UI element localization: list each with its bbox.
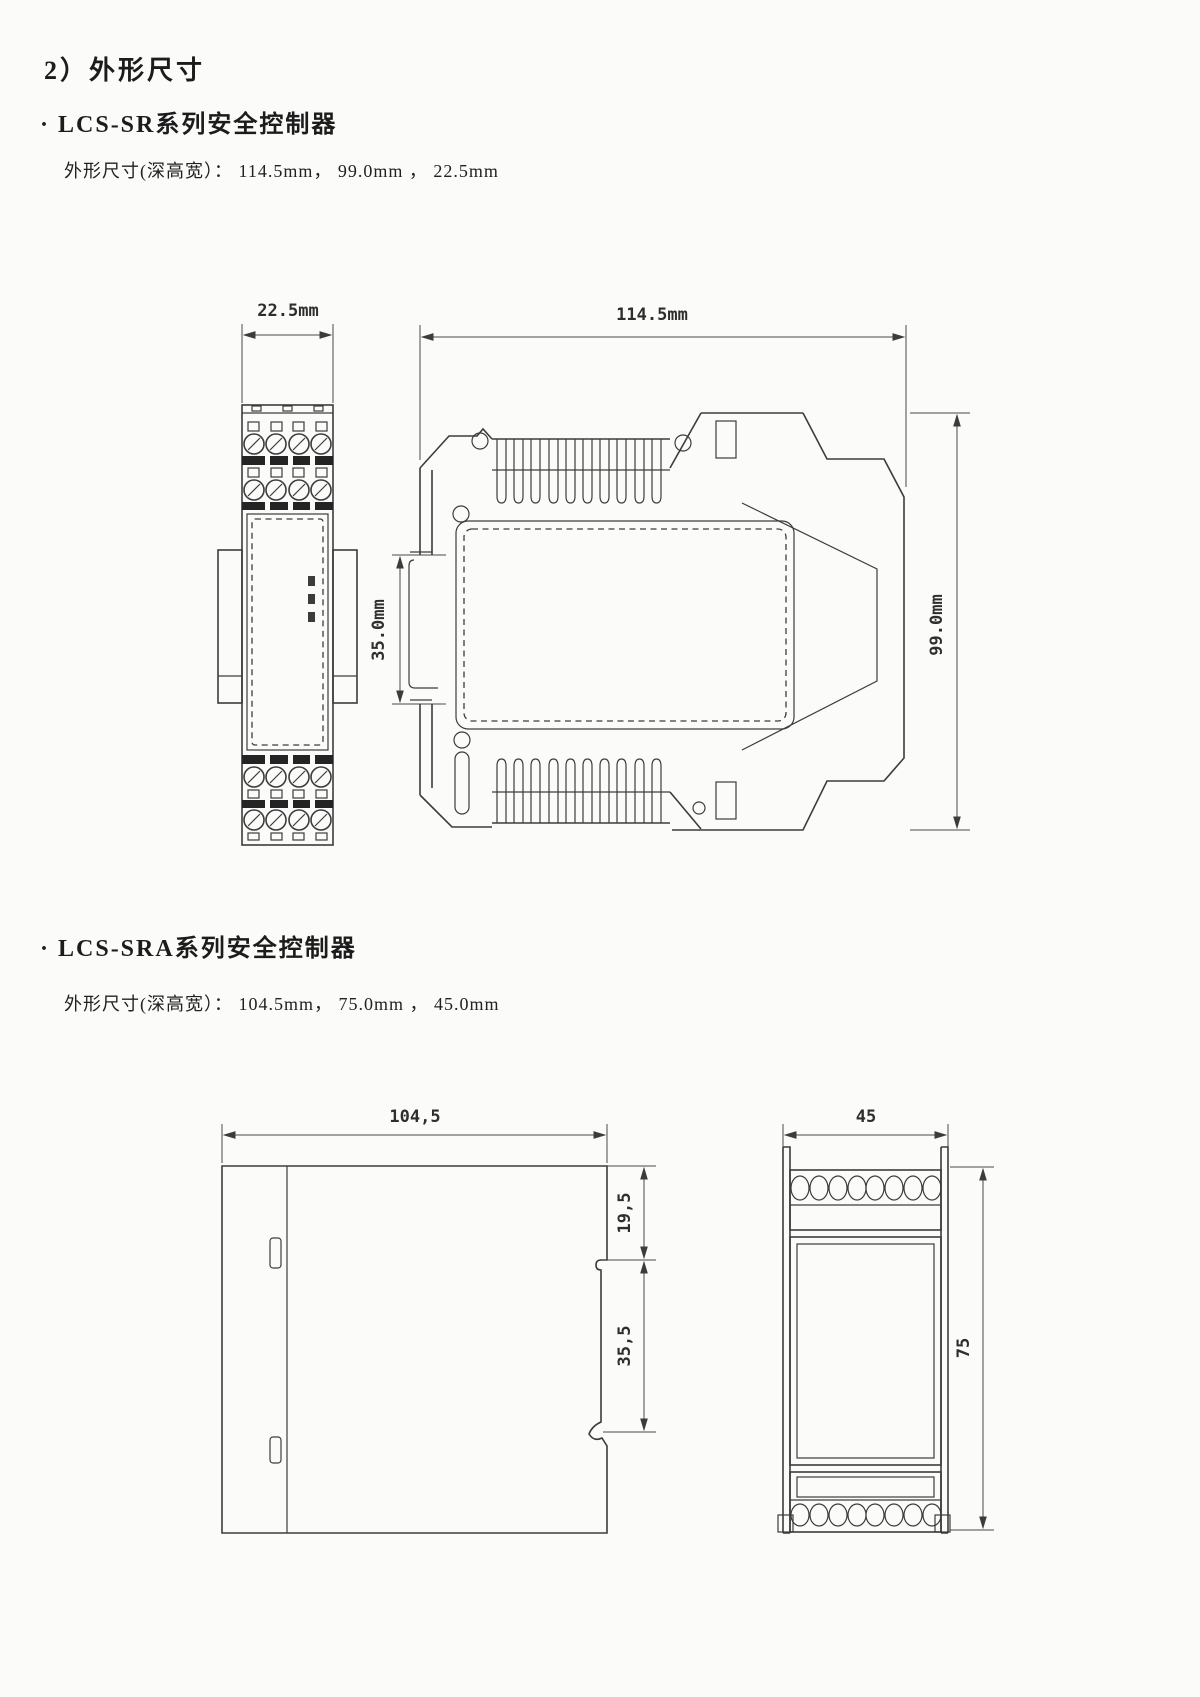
sra-front-height-label: 75 xyxy=(954,1338,974,1358)
screw-terminals-row1 xyxy=(243,433,332,455)
sr-front-face xyxy=(246,513,329,751)
sr-side-din-rail-label: 35.0mm xyxy=(369,599,389,660)
screw-terminals-row4 xyxy=(243,809,332,831)
sr-side-height-label: 99.0mm xyxy=(927,594,947,655)
sra-side-depth-label: 104,5 xyxy=(389,1107,440,1127)
sr-front-terminal-block-top xyxy=(242,421,333,510)
sr-front-terminal-block-bottom xyxy=(242,755,333,841)
page-title: 2）外形尺寸 xyxy=(44,56,206,85)
sr-side-wire-comb-top xyxy=(492,439,670,504)
sra-series-heading: · LCS-SRA系列安全控制器 xyxy=(40,936,357,962)
sra-side-din-rail-label: 35,5 xyxy=(615,1326,635,1367)
sr-front-width-label: 22.5mm xyxy=(257,301,318,321)
sra-front-face xyxy=(789,1236,942,1466)
sra-front-terminal-block-bottom xyxy=(789,1471,942,1533)
screw-terminals-row3 xyxy=(243,766,332,788)
sr-side-depth-label: 114.5mm xyxy=(616,305,688,325)
sr-side-housing-outline xyxy=(408,412,905,831)
sra-front-width-dimension: 45 xyxy=(782,1107,949,1160)
sra-dimension-note: 外形尺寸(深高宽）： 104.5mm， 75.0mm ， 45.0mm xyxy=(64,994,500,1014)
sr-side-view-drawing: 114.5mm 99.0mm 35.0mm xyxy=(369,305,970,831)
sr-series-heading: · LCS-SR系列安全控制器 xyxy=(40,112,338,138)
sra-side-view-drawing: 104,5 19,5 35,5 xyxy=(221,1107,656,1534)
sr-side-wire-comb-bottom xyxy=(492,758,670,823)
sra-front-height-dimension: 75 xyxy=(950,1166,994,1531)
sra-front-view-drawing: 45 75 xyxy=(777,1107,994,1534)
sra-front-width-label: 45 xyxy=(856,1107,876,1127)
led-indicators xyxy=(308,576,315,622)
sra-side-housing-outline xyxy=(221,1165,608,1534)
sr-front-flanges xyxy=(217,549,358,704)
sra-side-din-rail-dimension: 35,5 xyxy=(603,1260,656,1433)
screw-terminals-row2 xyxy=(243,479,332,501)
sra-front-terminal-block-top xyxy=(789,1169,942,1231)
sr-side-label-area xyxy=(455,520,795,730)
sr-dimension-note: 外形尺寸(深高宽）： 114.5mm， 99.0mm ， 22.5mm xyxy=(64,161,499,181)
sr-side-depth-dimension: 114.5mm xyxy=(419,305,907,487)
sra-side-depth-dimension: 104,5 xyxy=(221,1107,608,1163)
sr-front-view-drawing: 22.5mm xyxy=(217,301,358,846)
sr-side-din-rail-dimension: 35.0mm xyxy=(369,554,446,705)
sr-side-height-dimension: 99.0mm xyxy=(910,412,970,831)
sra-side-upper-label: 19,5 xyxy=(615,1193,635,1234)
sra-side-upper-dimension: 19,5 xyxy=(603,1165,656,1261)
sr-front-width-dimension: 22.5mm xyxy=(241,301,334,403)
